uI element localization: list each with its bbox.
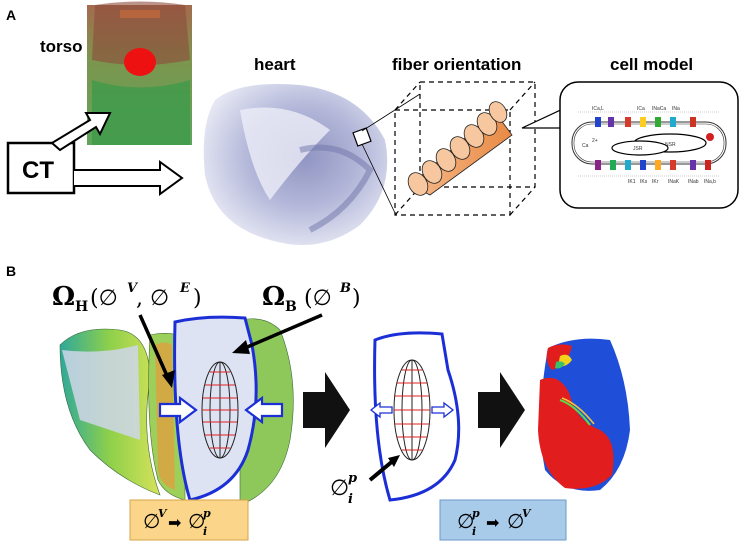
pointer-phi-ip-tip-icon [388, 455, 400, 467]
svg-text:B: B [339, 281, 351, 296]
torso-heart-icon [124, 48, 156, 76]
svg-text:∅: ∅ [143, 509, 160, 533]
ion-top-2: INaCa [652, 106, 666, 112]
jsr-label: JSR [633, 146, 643, 152]
svg-text:i: i [348, 492, 353, 507]
omega-h-label: Ω H (∅ V , ∅ E ) [52, 281, 202, 315]
svg-text:i: i [472, 525, 476, 538]
ellipsoid-wireframe-middle [393, 359, 431, 461]
svg-text:, ∅: , ∅ [136, 286, 169, 311]
omega-b-label: Ω B (∅ B ) [262, 281, 361, 315]
torso-label: torso [40, 37, 83, 56]
zoom-line-bottom [361, 143, 396, 214]
svg-text:): ) [193, 286, 202, 311]
ventricle-outline [373, 331, 461, 502]
svg-text:(∅: (∅ [90, 286, 118, 311]
ca-label: Ca [582, 143, 589, 149]
svg-text:V: V [522, 507, 532, 520]
formula-box-1: ∅ V ➡ ∅ p i [129, 499, 249, 541]
phi-ip-label: ∅ p i [330, 471, 357, 507]
svg-text:H: H [75, 299, 88, 315]
panel-b-label: B [6, 263, 16, 279]
svg-text:∅: ∅ [457, 509, 474, 533]
svg-text:i: i [203, 525, 207, 538]
svg-text:B: B [285, 299, 297, 315]
heart-label: heart [254, 55, 296, 74]
svg-text:∅: ∅ [507, 509, 524, 533]
svg-text:Ω: Ω [52, 282, 75, 312]
heart-image [203, 84, 388, 245]
svg-text:V: V [127, 281, 139, 296]
svg-text:➡: ➡ [168, 515, 181, 532]
arrow-ct-to-torso-icon [50, 112, 112, 152]
ion-bottom-1: IKs [640, 179, 648, 185]
fiber-label: fiber orientation [392, 55, 521, 74]
svg-text:(∅: (∅ [304, 286, 332, 311]
cell-model-label: cell model [610, 55, 693, 74]
zoom-line-top [361, 93, 421, 132]
ion-top-1: ICa [637, 106, 645, 112]
formula-box-2: ∅ p i ➡ ∅ V [439, 499, 567, 541]
panel-a-label: A [6, 7, 16, 23]
svg-text:Ω: Ω [262, 282, 285, 312]
fiber-cylinders [407, 101, 513, 196]
svg-text:➡: ➡ [486, 515, 499, 532]
svg-text:p: p [203, 507, 211, 520]
svg-text:): ) [352, 286, 361, 311]
inward-arrows-left-icon [158, 395, 284, 425]
pointer-omega-b-tip-icon [232, 340, 250, 354]
ca-superscript: 2+ [592, 138, 598, 144]
ellipsoid-wireframe-left [201, 361, 239, 459]
arrow-ct-to-heart-icon [74, 160, 184, 196]
pointer-phi-ip [368, 458, 396, 482]
svg-text:∅: ∅ [188, 509, 205, 533]
ion-bottom-3: INaK [668, 179, 680, 185]
ion-top-0: ICa,L [592, 106, 604, 112]
ion-top-3: INa [672, 106, 680, 112]
pointer-omega-b [244, 313, 323, 350]
ion-bottom-5: INa,b [704, 179, 716, 185]
callout-pointer-icon [521, 107, 566, 129]
process-arrow-1-icon [303, 372, 350, 448]
svg-text:E: E [179, 281, 191, 296]
nsr-label: NSR [665, 142, 676, 148]
voxel-heart-result [538, 338, 630, 491]
svg-text:p: p [472, 507, 480, 520]
process-arrow-2-icon [478, 372, 525, 448]
ion-bottom-4: INab [688, 179, 699, 185]
ct-box [6, 141, 76, 195]
svg-text:∅: ∅ [330, 476, 349, 501]
pointer-omega-h-tip-icon [162, 370, 175, 388]
ion-bottom-2: IKr [652, 179, 659, 185]
svg-text:p: p [348, 471, 357, 486]
cell-diagram: JSR NSR Ca 2+ ICa,L ICa INaCa INa IK1 IK… [571, 106, 727, 185]
pointer-omega-h [138, 314, 170, 379]
svg-text:V: V [158, 507, 168, 520]
ion-bottom-0: IK1 [628, 179, 636, 185]
ct-label: CT [22, 157, 54, 184]
heart-voxel-icon [352, 127, 372, 147]
outward-arrows-middle-icon [369, 401, 455, 419]
